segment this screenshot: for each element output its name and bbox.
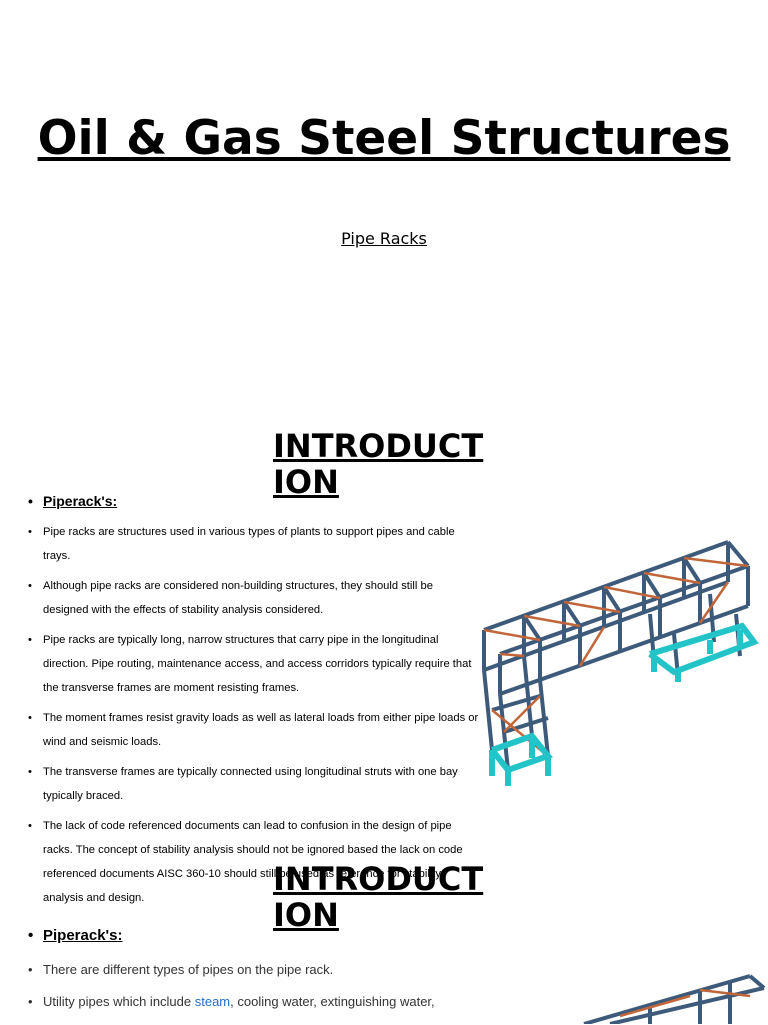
section2-bullet-text-rest: , cooling water, extinguishing water, <box>230 994 435 1009</box>
section2-bullet-list: Piperack's: There are different types of… <box>28 927 498 1025</box>
page-title: Oil & Gas Steel Structures <box>37 111 731 166</box>
section2-bullet-heading: Piperack's: <box>28 927 498 945</box>
section1-bullet: Although pipe racks are considered non-b… <box>28 574 480 622</box>
pipe-rack-3d-model-image-partial <box>583 974 766 1024</box>
section2-bullet: There are different types of pipes on th… <box>28 961 498 979</box>
section2-bullet-utility-pipes: Utility pipes which include steam, cooli… <box>28 993 498 1011</box>
section1-bullet: The transverse frames are typically conn… <box>28 760 480 808</box>
section1-bullet: Pipe racks are structures used in variou… <box>28 520 480 568</box>
section2-bullet-text: Utility pipes which include <box>43 994 195 1009</box>
section1-bullet: Pipe racks are typically long, narrow st… <box>28 628 480 700</box>
section1-bullet: The lack of code referenced documents ca… <box>28 814 480 910</box>
pipe-rack-3d-model-image <box>482 540 759 786</box>
section1-bullet-heading: Piperack's: <box>28 492 480 510</box>
section2-heading: INTRODUCTION <box>273 860 484 934</box>
steam-link[interactable]: steam <box>194 994 231 1009</box>
section1-bullet-list: Piperack's: Pipe racks are structures us… <box>28 492 480 916</box>
section1-bullet: The moment frames resist gravity loads a… <box>28 706 480 754</box>
page-subtitle: Pipe Racks <box>341 229 427 248</box>
section1-heading: INTRODUCTION <box>273 427 484 501</box>
